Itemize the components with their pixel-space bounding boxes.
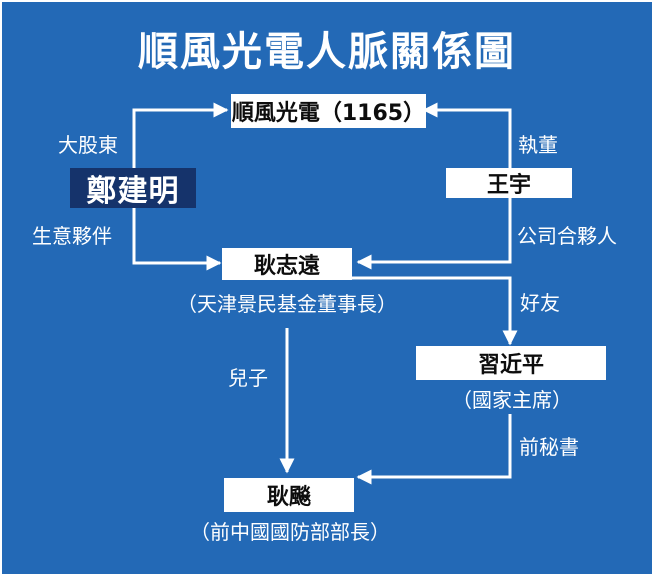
edge-label-former-secretary: 前秘書 [519,435,579,459]
edge-label-son: 兒子 [228,366,268,390]
node-shunfeng: 順風光電（1165） [231,94,426,128]
node-geng-zhiyuan: 耿志遠 [222,248,352,280]
node-geng-biao: 耿飈 [224,478,354,512]
node-xi-jinping: 習近平 [416,346,606,380]
node-xi-jinping-role: （國家主席） [452,388,572,412]
edge-wang-gengzhiyuan [356,198,512,270]
edge-label-good-friend: 好友 [520,291,560,315]
edge-gengzhiyuan-xi [352,276,518,346]
edge-label-major-shareholder: 大股東 [58,133,118,157]
diagram-title: 順風光電人脈關係圖 [138,28,516,75]
edge-zheng-shunfeng [132,102,229,172]
node-wang-yu: 王宇 [446,168,572,198]
edge-xi-gengbiao [356,414,512,485]
edge-label-business-partner: 生意夥伴 [32,224,112,248]
node-geng-zhiyuan-role: （天津景民基金董事長） [177,292,397,316]
node-geng-biao-role: （前中國國防部部長） [190,520,390,544]
edge-label-company-partner: 公司合夥人 [517,224,617,248]
edge-wang-shunfeng [422,102,512,170]
edge-label-executive-director: 執董 [518,133,558,157]
edge-zheng-gengzhiyuan [132,204,222,271]
node-zheng-jianming: 鄭建明 [70,168,196,209]
